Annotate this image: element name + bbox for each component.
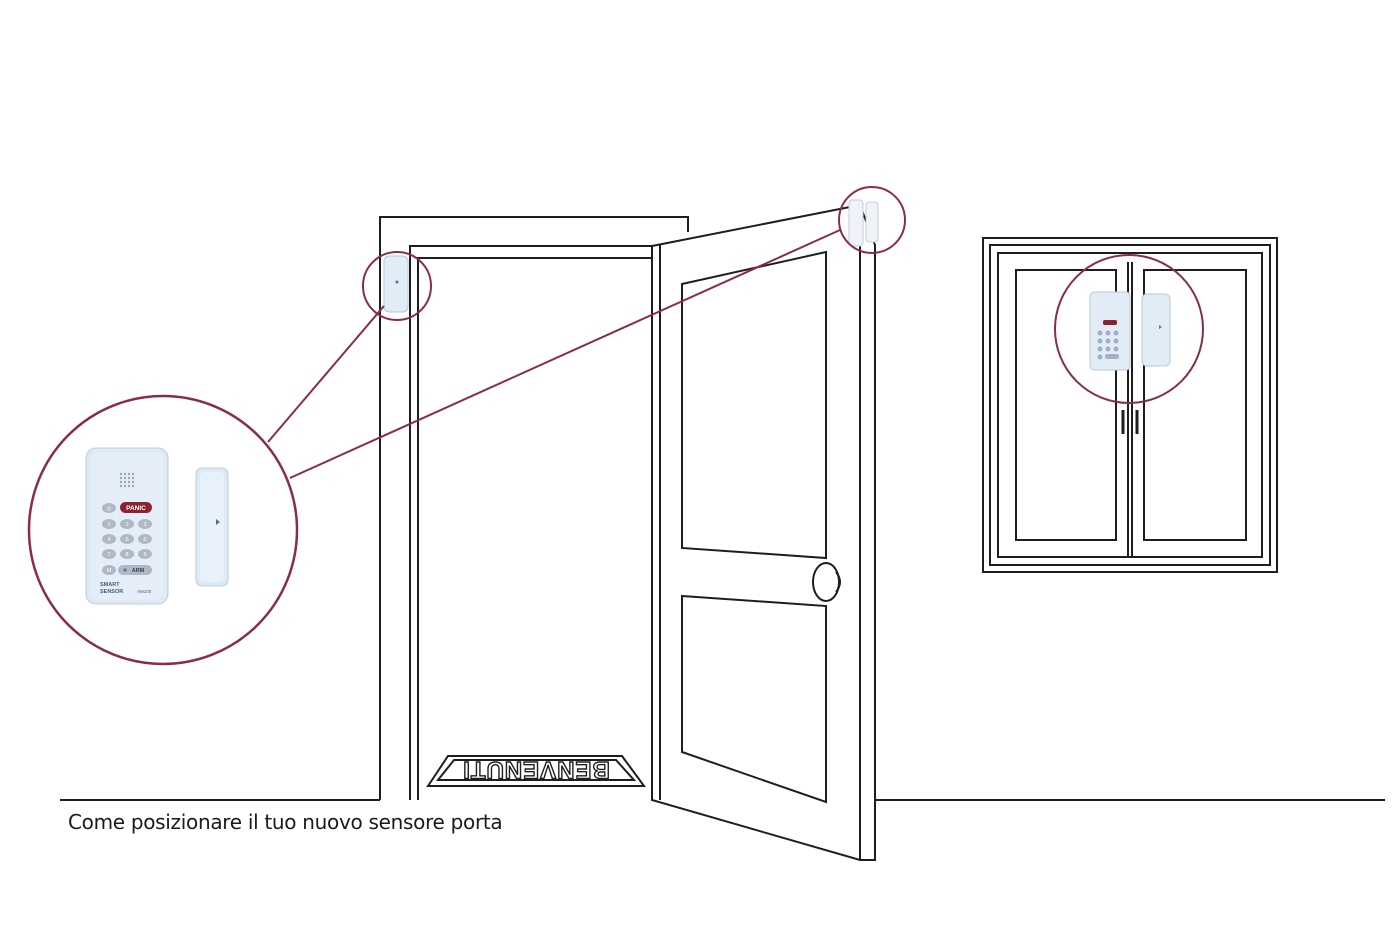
frame-sensor	[383, 255, 409, 313]
door-upper-panel	[681, 250, 827, 560]
key-7	[102, 549, 116, 559]
callout-circle-door	[838, 186, 906, 254]
callout-circle-frame	[362, 251, 432, 321]
window	[982, 237, 1278, 573]
arm-indicator-icon	[123, 568, 127, 572]
key-m	[102, 565, 116, 575]
window-keypad	[1089, 291, 1131, 371]
key-label: 1	[107, 522, 110, 528]
callout-circle-window	[1054, 254, 1204, 404]
open-door	[651, 203, 876, 861]
callout-line-door	[289, 229, 841, 479]
key-2	[120, 519, 134, 529]
arm-key	[118, 565, 152, 575]
key-label: 8	[125, 552, 128, 558]
door-knob	[812, 562, 840, 602]
key-4	[102, 534, 116, 544]
key-label: 6	[143, 537, 146, 543]
key-label: 9	[143, 552, 146, 558]
key-label: 5	[125, 537, 128, 543]
key-label: 4	[107, 537, 110, 543]
zoom-door-sensor	[195, 467, 229, 587]
callout-line-frame	[267, 305, 385, 443]
doormat-label: BENVENUTI	[462, 756, 610, 783]
door-sensor	[848, 199, 879, 247]
key-label: 2	[125, 522, 128, 528]
brand-line-1: SMART	[100, 582, 120, 588]
key-label: M	[107, 568, 112, 574]
key-6	[138, 534, 152, 544]
key-label: 0	[107, 507, 111, 513]
model-label: AM100	[137, 589, 152, 594]
panic-key	[120, 502, 152, 513]
key-8	[120, 549, 134, 559]
key-9	[138, 549, 152, 559]
key-0	[102, 503, 116, 513]
zoom-keypad: 0 PANIC 1 2 3 4 5 6 7 8 9 M	[85, 447, 169, 605]
key-1	[102, 519, 116, 529]
caption: Come posizionare il tuo nuovo sensore po…	[68, 810, 503, 834]
door-lower-panel	[681, 594, 827, 804]
arm-label: ARM	[132, 568, 145, 574]
key-label: 3	[143, 522, 146, 528]
speaker-grille-icon	[119, 472, 135, 488]
key-label: 7	[107, 552, 110, 558]
key-5	[120, 534, 134, 544]
doormat	[426, 755, 646, 787]
window-sensor	[1141, 293, 1171, 367]
panic-label: PANIC	[126, 505, 146, 512]
arrow-indicator-icon	[216, 519, 220, 525]
key-3	[138, 519, 152, 529]
brand-line-2: SENSOR	[100, 589, 123, 595]
